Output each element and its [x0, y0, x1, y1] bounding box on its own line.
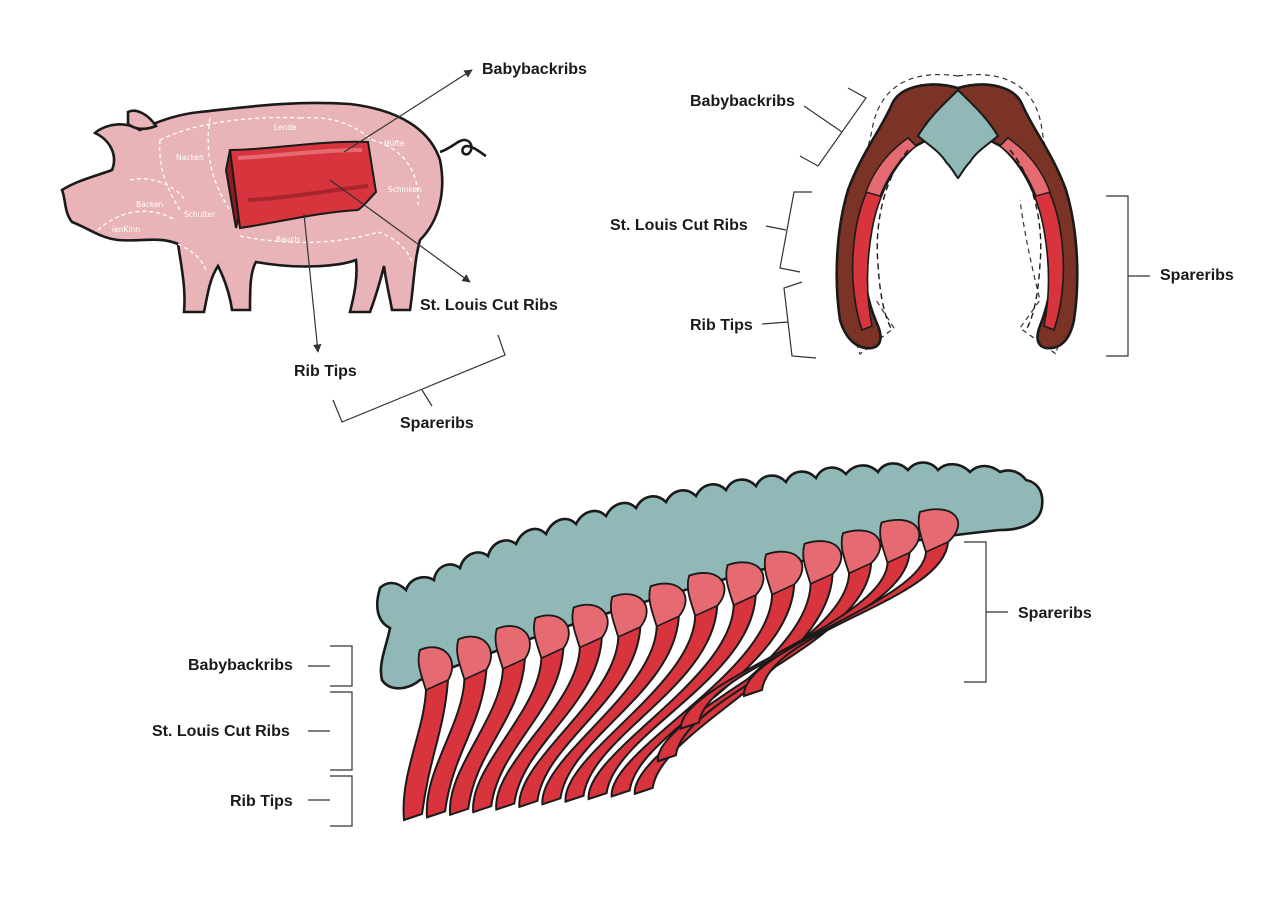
cs-bracket-rib-tips — [783, 281, 817, 359]
label-st-louis: St. Louis Cut Ribs — [420, 297, 558, 314]
cut-label-schulter: Schulter — [184, 210, 216, 219]
rib-cap-10 — [764, 551, 804, 596]
rib-cap-12 — [840, 529, 881, 575]
rc-label-st-louis: St. Louis Cut Ribs — [152, 723, 290, 740]
rib-cap-4 — [533, 614, 570, 660]
label-babybackribs: Babybackribs — [482, 61, 587, 78]
pointer-babybackribs — [343, 69, 473, 153]
rib-cap-6 — [610, 593, 648, 639]
rib-cap-3 — [494, 625, 531, 670]
bracket-spareribs — [332, 334, 506, 423]
rib-cap-5 — [571, 604, 609, 649]
rib-cap-2 — [456, 636, 492, 681]
rib-cap-14 — [917, 508, 959, 554]
cs-label-rib-tips: Rib Tips — [690, 317, 753, 334]
cs-tick-babyback — [803, 105, 843, 133]
inner-dashed-line — [876, 149, 1042, 331]
tail — [439, 138, 487, 158]
ribcage-illustration — [376, 461, 1044, 822]
label-spareribs: Spareribs — [400, 415, 474, 432]
cross-section-illustration — [835, 73, 1079, 356]
cut-label-bauch: Bauch — [276, 235, 300, 244]
cut-label-lende: Lende — [274, 123, 297, 132]
cs-bracket-st-louis — [779, 191, 812, 273]
bracket-tick — [421, 389, 433, 407]
rc-bracket-st-louis — [330, 691, 353, 771]
pointer-rib-tips — [303, 213, 322, 353]
rib-cap-7 — [648, 582, 687, 628]
rc-label-rib-tips: Rib Tips — [230, 793, 293, 810]
rc-label-spareribs: Spareribs — [1018, 605, 1092, 622]
cs-label-st-louis: St. Louis Cut Ribs — [610, 217, 748, 234]
label-rib-tips: Rib Tips — [294, 363, 357, 380]
cut-lines — [97, 116, 419, 271]
cs-label-spareribs: Spareribs — [1160, 267, 1234, 284]
cut-label-huefte: Hüfte — [384, 139, 405, 148]
rib-block — [224, 140, 378, 230]
rib-cap-1 — [417, 646, 453, 692]
cut-label-kinn: ienKinn — [112, 225, 140, 234]
rc-bracket-rib-tips — [330, 775, 353, 827]
rib-cap-8 — [687, 572, 726, 617]
pig-illustration: Lende Nacken Hüfte Backen Schulter Schin… — [60, 101, 487, 314]
cs-tick-st-louis — [765, 225, 787, 231]
cut-label-backen: Backen — [136, 200, 164, 209]
rc-label-babybackribs: Babybackribs — [188, 657, 293, 674]
ear — [126, 109, 158, 131]
cut-label-schinken: Schinken — [388, 185, 422, 194]
cs-bracket-spareribs — [1106, 195, 1129, 357]
rib-group — [402, 508, 960, 822]
rib-cap-13 — [879, 519, 920, 564]
spine-cross — [916, 88, 1000, 180]
rc-bracket-spareribs — [964, 541, 987, 683]
rib-cap-9 — [725, 561, 765, 607]
cs-label-babybackribs: Babybackribs — [690, 93, 795, 110]
cut-label-nacken: Nacken — [176, 153, 204, 162]
rc-bracket-babyback — [330, 645, 353, 687]
rib-cap-11 — [802, 540, 843, 585]
cs-bracket-babyback — [799, 87, 867, 167]
pointer-st-louis — [329, 179, 471, 283]
cs-tick-rib-tips — [761, 321, 789, 325]
